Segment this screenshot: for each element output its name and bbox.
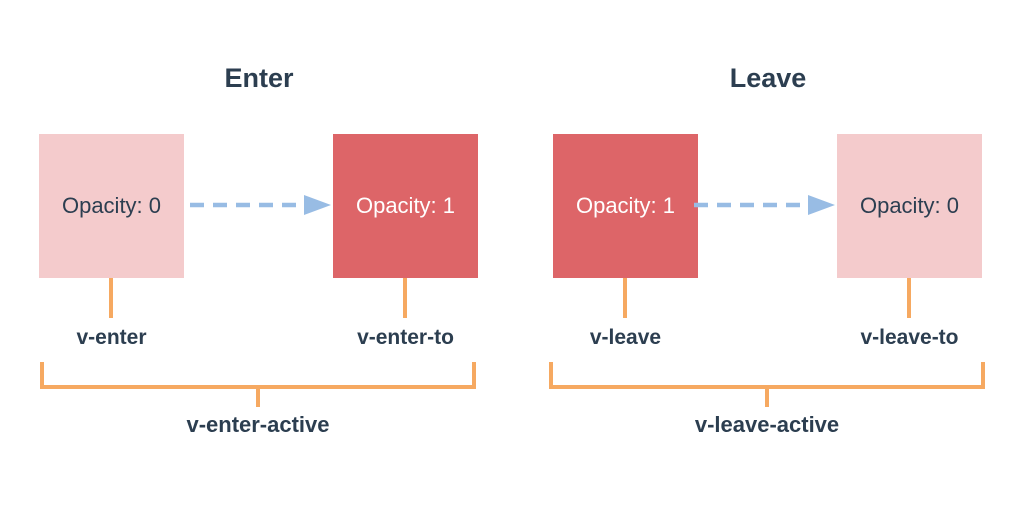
enter-active-class-label: v-enter-active <box>186 412 330 437</box>
leave-to-class-label: v-leave-to <box>860 326 959 349</box>
enter-to-opacity-label: Opacity: 1 <box>355 193 456 218</box>
leave-from-opacity-label: Opacity: 1 <box>575 193 676 218</box>
leave-from-connector-line <box>623 278 627 318</box>
enter-from-box: Opacity: 0 <box>39 134 184 278</box>
enter-section-title: Enter <box>224 63 294 93</box>
bracket-right-end <box>981 362 985 389</box>
enter-from-opacity-label: Opacity: 0 <box>61 193 162 218</box>
leave-from-box: Opacity: 1 <box>553 134 698 278</box>
leave-active-bracket <box>549 362 985 407</box>
bracket-left-end <box>40 362 44 389</box>
bracket-left-end <box>549 362 553 389</box>
bracket-center-tick <box>765 385 769 407</box>
enter-to-class-label: v-enter-to <box>357 326 454 349</box>
bracket-center-tick <box>256 385 260 407</box>
enter-active-bracket <box>40 362 476 407</box>
leave-to-box: Opacity: 0 <box>837 134 982 278</box>
bracket-right-end <box>472 362 476 389</box>
enter-dashed-arrow-icon <box>190 195 331 215</box>
enter-from-connector-line <box>109 278 113 318</box>
enter-from-class-label: v-enter <box>76 326 147 349</box>
leave-to-opacity-label: Opacity: 0 <box>859 193 960 218</box>
enter-to-connector-line <box>403 278 407 318</box>
leave-dashed-arrow-icon <box>694 195 835 215</box>
leave-active-class-label: v-leave-active <box>694 412 840 437</box>
leave-section-title: Leave <box>729 63 807 93</box>
leave-to-connector-line <box>907 278 911 318</box>
leave-from-class-label: v-leave <box>589 326 662 349</box>
enter-to-box: Opacity: 1 <box>333 134 478 278</box>
